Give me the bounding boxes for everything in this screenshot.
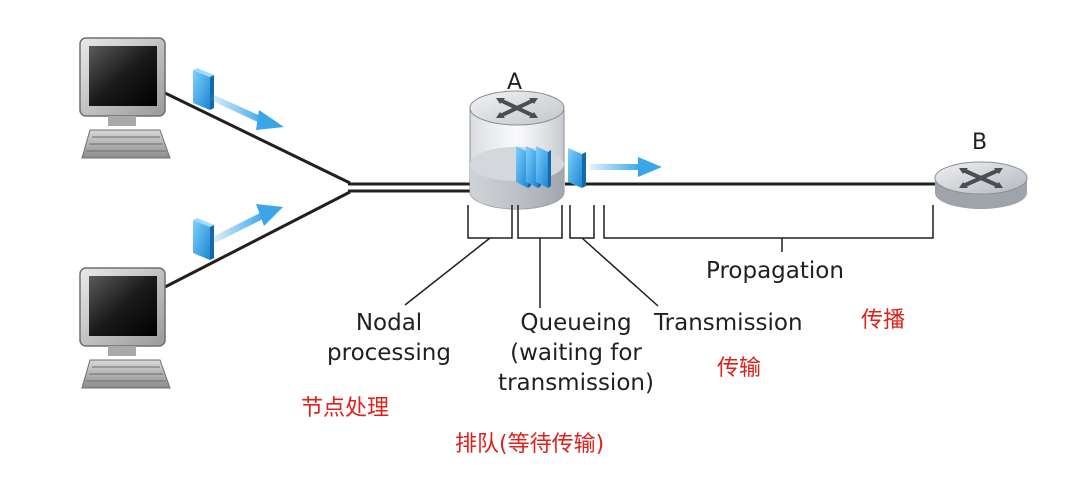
leader-lines bbox=[404, 237, 783, 308]
label-cn-transmission: 传输 bbox=[717, 356, 762, 381]
label-nodal-line2: processing bbox=[327, 340, 451, 366]
arrow-up-right-icon bbox=[212, 204, 283, 243]
router-a-label: A bbox=[507, 70, 523, 95]
packet-host2 bbox=[193, 218, 214, 260]
host-computer-bottom bbox=[79, 267, 171, 389]
label-cn-queueing: 排队(等待传输) bbox=[455, 432, 605, 457]
label-nodal-processing: Nodal processing bbox=[304, 308, 474, 368]
host-computer-top bbox=[79, 37, 171, 159]
bracket-propagation bbox=[603, 205, 934, 239]
label-propagation: Propagation bbox=[706, 258, 844, 284]
label-cn-propagation: 传播 bbox=[861, 308, 906, 333]
packet-transmitting bbox=[568, 148, 586, 188]
bracket-transmission bbox=[569, 205, 595, 239]
arrow-right-icon bbox=[590, 157, 662, 177]
label-queueing-line3: transmission) bbox=[498, 370, 654, 396]
label-cn-nodal-processing: 节点处理 bbox=[301, 396, 390, 421]
label-nodal-line1: Nodal bbox=[355, 310, 423, 336]
label-queueing-line1: Queueing bbox=[520, 310, 632, 336]
router-cross-icon bbox=[959, 168, 1003, 188]
bracket-nodal bbox=[467, 205, 513, 239]
bracket-queue bbox=[517, 205, 563, 239]
packet-host1 bbox=[193, 68, 214, 110]
label-queueing: Queueing (waiting for transmission) bbox=[476, 308, 676, 398]
router-b-label: B bbox=[972, 130, 988, 155]
label-queueing-line2: (waiting for bbox=[510, 340, 642, 366]
brackets bbox=[467, 205, 934, 239]
label-transmission: Transmission bbox=[654, 310, 803, 336]
link-host2 bbox=[164, 190, 351, 289]
router-cross-icon bbox=[496, 98, 538, 118]
arrow-right-icon bbox=[210, 94, 284, 130]
links bbox=[164, 91, 935, 289]
router-b bbox=[934, 161, 1028, 209]
queued-packets bbox=[516, 146, 551, 188]
link-host1 bbox=[164, 91, 351, 185]
